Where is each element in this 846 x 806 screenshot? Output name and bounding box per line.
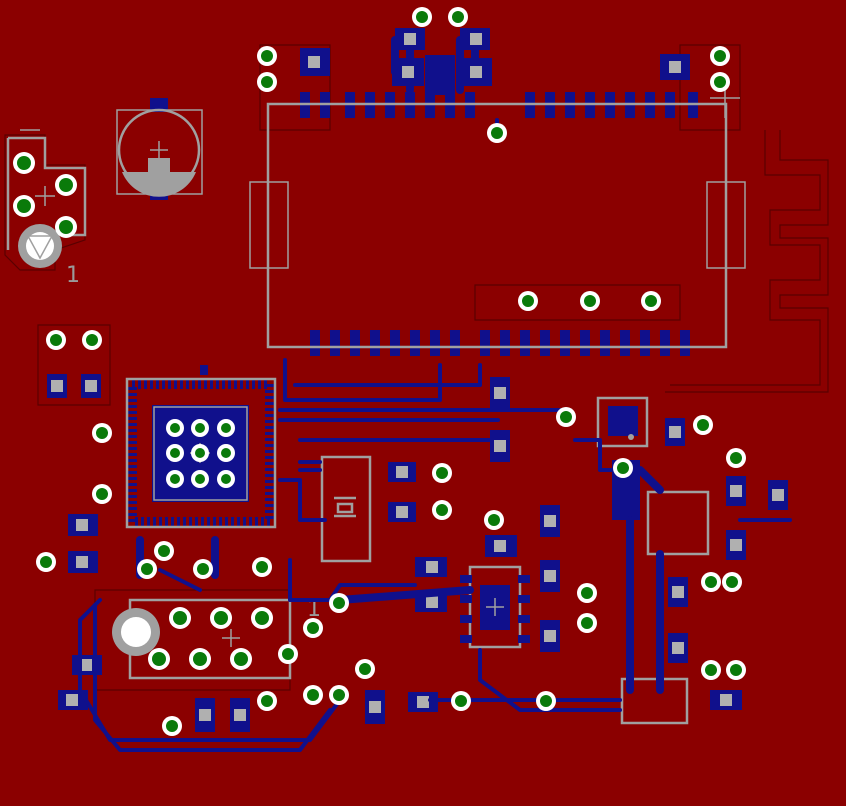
bottom-passives <box>58 514 438 732</box>
module-bottom-pads <box>310 330 690 356</box>
mid-passives <box>300 28 690 652</box>
pin1-label-top: 1 <box>66 263 80 288</box>
crystal <box>298 455 372 563</box>
module-outline <box>266 102 728 349</box>
connector-top-left: 1 <box>4 129 87 288</box>
antenna-trace <box>665 130 829 393</box>
pin1-label-bottom: 1 <box>307 597 321 622</box>
left-passives <box>37 324 111 406</box>
module-side-pad-right <box>706 181 746 269</box>
battery-holder <box>116 98 203 200</box>
module-side-pad-left <box>249 181 289 269</box>
via-group <box>13 7 746 736</box>
through-hole-pins <box>13 7 746 736</box>
soic-ic <box>460 565 530 649</box>
module-footprint <box>249 44 746 356</box>
